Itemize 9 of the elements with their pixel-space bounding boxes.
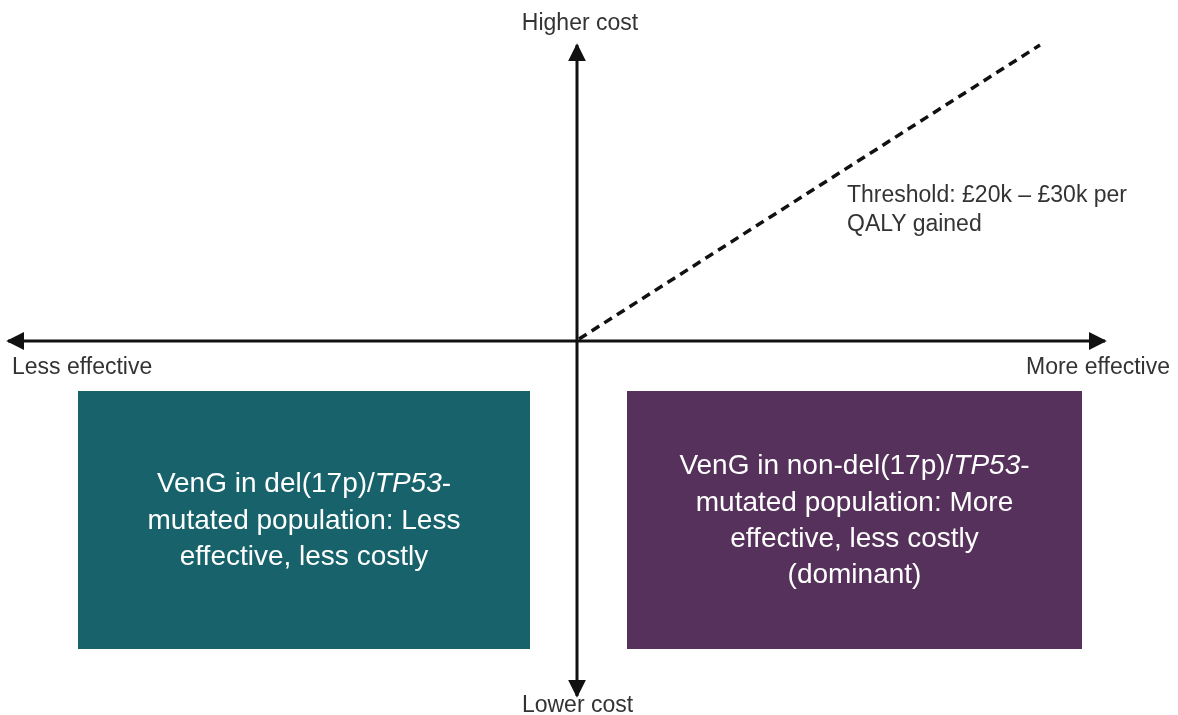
quadrant-box: [627, 391, 1082, 649]
axis-label: Higher cost: [520, 8, 640, 37]
threshold-label: Threshold: £20k – £30k per QALY gained: [847, 180, 1128, 238]
quadrant-text: VenG in del(17p)/TP53-mutated population: Less effective, less costly: [146, 466, 462, 574]
quadrant-box: [78, 391, 530, 649]
axis-label: Lower cost: [520, 690, 635, 715]
axis-label: Less effective: [12, 352, 154, 381]
axis-label: More effective: [1024, 352, 1170, 381]
quadrant-text: VenG in non-del(17p)/TP53-mutated population: More effective, less costly (dominant): [678, 448, 1031, 592]
